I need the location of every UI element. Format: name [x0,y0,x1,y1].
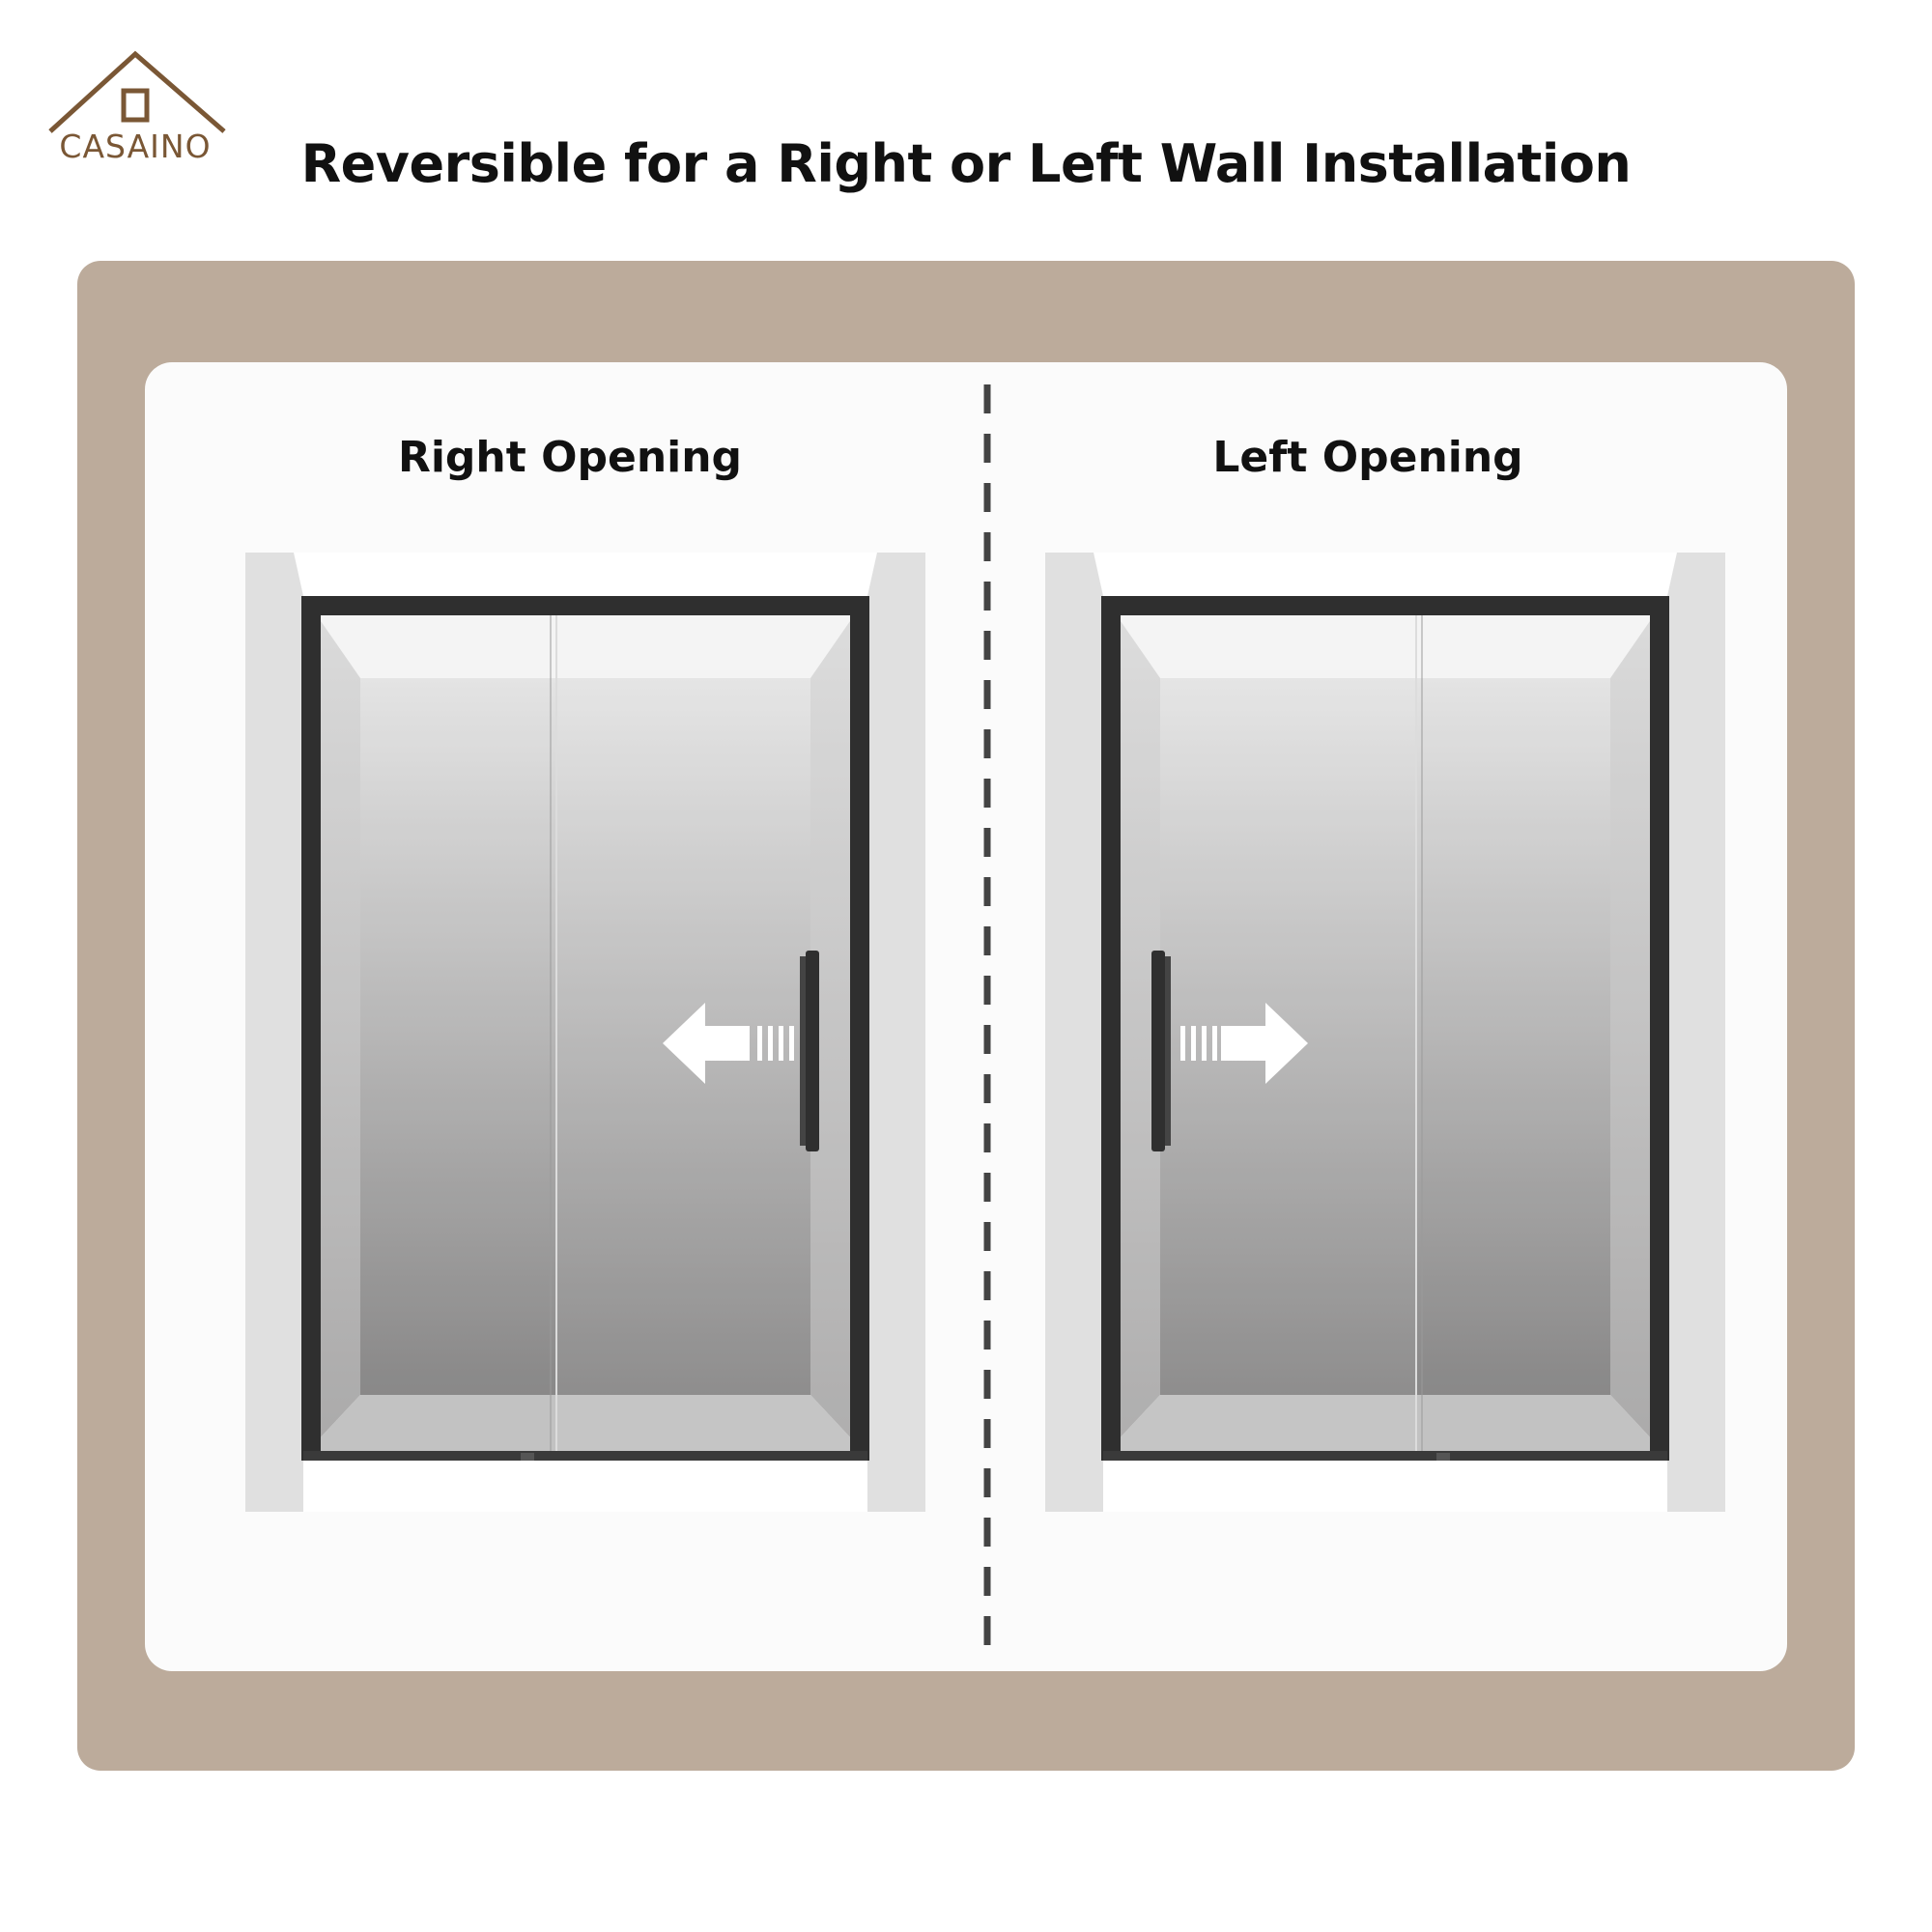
brand-logo: CASAINO [39,50,232,176]
shower-door-right-opening [245,553,925,1512]
left-arrow-icon [663,1003,794,1084]
right-arrow-icon [1180,1003,1308,1084]
brand-name: CASAINO [59,128,212,165]
panel-title-right-opening: Right Opening [397,433,743,482]
shower-door-left-opening [1045,553,1725,1512]
panel-title-left-opening: Left Opening [1212,433,1523,482]
dashed-divider [983,384,991,1655]
page-title: Reversible for a Right or Left Wall Inst… [300,133,1632,194]
house-logo-icon [48,50,226,133]
